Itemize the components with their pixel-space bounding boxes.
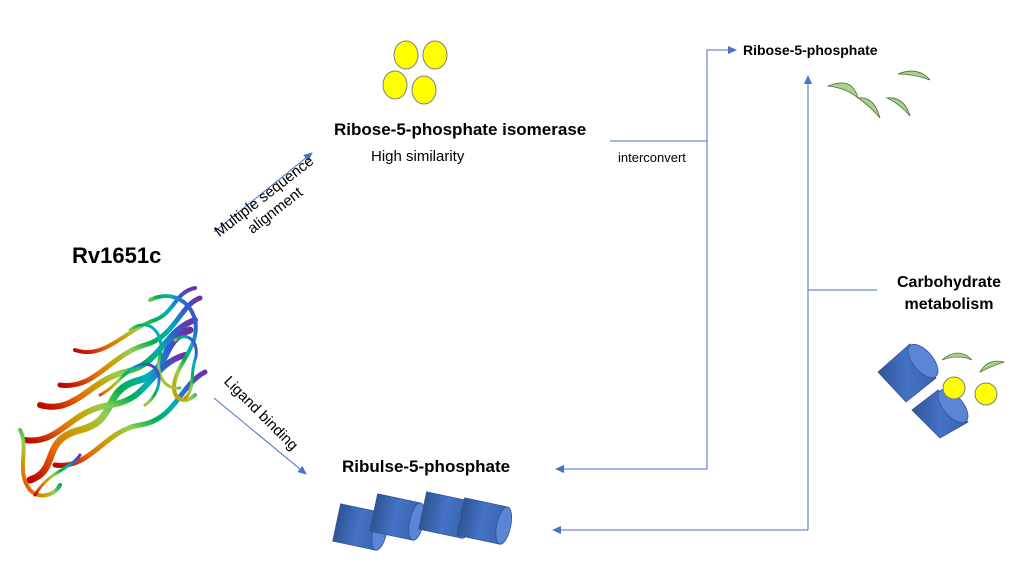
blue-cylinder [911, 389, 969, 439]
isomerase-molecules [382, 40, 448, 105]
metabolism-molecules [877, 343, 1006, 439]
ribose-label: Ribose-5-phosphate [743, 42, 878, 58]
msa-label: Multiple sequence alignment [204, 147, 336, 262]
carbohydrate-metabolism-label: Carbohydrate metabolism [884, 272, 1014, 316]
yellow-circle [393, 40, 419, 70]
yellow-circle [382, 70, 408, 100]
interconvert-label: interconvert [618, 150, 686, 165]
protein-name: Rv1651c [72, 243, 162, 268]
green-crescent [978, 360, 1006, 373]
carbohydrate-metabolism-line1: Carbohydrate [896, 274, 1002, 291]
isomerase-subtitle: High similarity [371, 148, 465, 165]
blue-cylinder [877, 343, 937, 403]
protein-structure [18, 286, 208, 498]
msa-arrow [213, 152, 313, 233]
carbohydrate-metabolism-line2: metabolism [904, 296, 994, 313]
ribulose-molecules [332, 491, 513, 551]
ribose-molecules [827, 70, 931, 119]
yellow-circle [411, 75, 437, 105]
blue-cylinder [369, 493, 426, 541]
ligand-label: Ligand binding [220, 372, 302, 455]
green-crescent [885, 97, 911, 117]
green-crescent [941, 352, 973, 361]
ribulose-label: Ribulse-5-phosphate [342, 457, 511, 476]
green-crescent [856, 97, 881, 119]
blue-cylinder [456, 497, 513, 545]
interconvert-connector [555, 46, 737, 473]
ligand-arrow [213, 397, 307, 475]
yellow-circle [942, 376, 966, 400]
yellow-circle [974, 382, 998, 406]
isomerase-title: Ribose-5-phosphate isomerase [334, 120, 587, 139]
green-crescent [897, 70, 931, 81]
metabolism-connector [552, 75, 877, 534]
yellow-circle [422, 40, 448, 70]
